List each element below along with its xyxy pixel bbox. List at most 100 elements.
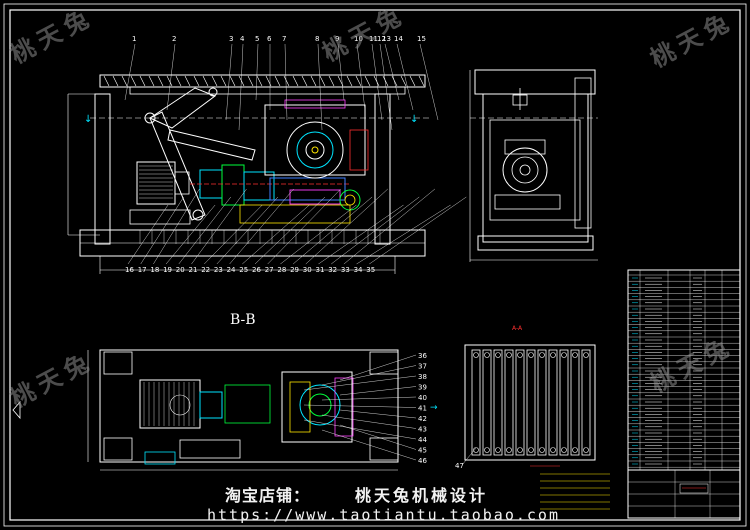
conveyor-hatch	[382, 75, 389, 87]
roller-frame	[464, 344, 596, 461]
leader-line	[216, 196, 279, 265]
leader-line	[225, 43, 233, 121]
conveyor-hatch	[400, 75, 407, 87]
callout-number-top: 14	[394, 35, 403, 43]
roller-end-bottom	[550, 447, 556, 453]
callout-number-top: 11	[369, 35, 378, 43]
conveyor-hatch	[184, 75, 191, 87]
conveyor-hatch	[211, 75, 218, 87]
pivot-joint	[144, 112, 156, 124]
roller-end-bottom	[517, 447, 523, 453]
roller-end-bottom	[484, 447, 490, 453]
callout-number-bottom: 23	[214, 266, 223, 274]
leader-line	[292, 196, 373, 265]
callout-number-bottom: 32	[328, 266, 337, 274]
leader-line	[343, 188, 436, 265]
callout-number-right: 46	[418, 457, 427, 465]
roller-end-top	[517, 352, 523, 358]
motor-flange	[174, 171, 190, 195]
leader-line	[371, 43, 383, 121]
leader-line	[321, 365, 417, 386]
plan-bracket	[179, 439, 241, 459]
conveyor-hatch	[265, 75, 272, 87]
callout-number-top: 13	[382, 35, 391, 43]
leader-line	[267, 188, 341, 265]
plan-corner-bl	[103, 437, 133, 461]
roller-end-bottom	[473, 447, 479, 453]
callout-number-bottom: 35	[366, 266, 375, 274]
leader-line	[255, 43, 259, 101]
roller-tube	[581, 349, 591, 456]
leader-line	[384, 43, 400, 101]
side-spindle-cap	[512, 94, 528, 106]
roller-tube	[504, 349, 514, 456]
plan-drum-outer	[299, 384, 341, 426]
leader-line	[379, 43, 393, 131]
callout-number-bottom: 24	[227, 266, 236, 274]
conveyor-hatch	[229, 75, 236, 87]
sprocket-inner	[344, 194, 356, 206]
conveyor-hatch	[238, 75, 245, 87]
side-body	[482, 93, 589, 243]
callout-number-bottom: 34	[354, 266, 363, 274]
title-name-cell	[679, 483, 709, 494]
leader-line	[284, 43, 288, 121]
gear-cover	[289, 189, 341, 205]
callout-number-right: 41	[418, 405, 427, 413]
conveyor-hatch	[139, 75, 146, 87]
callout-number-bottom: 31	[316, 266, 325, 274]
conveyor-hatch	[346, 75, 353, 87]
leader-line	[339, 354, 417, 381]
callout-number-bottom: 17	[138, 266, 147, 274]
conveyor-hatch	[355, 75, 362, 87]
conveyor-hatch	[148, 75, 155, 87]
roller-tube	[559, 349, 569, 456]
gear-housing	[269, 177, 346, 201]
conveyor-hatch	[301, 75, 308, 87]
plan-frame	[99, 349, 399, 463]
leader-line	[242, 204, 310, 265]
plan-corner-right	[369, 351, 399, 375]
shop-name: 桃天兔机械设计	[355, 486, 489, 505]
pivot-joint	[192, 209, 204, 221]
conveyor-hatch	[409, 75, 416, 87]
roller-end-bottom	[539, 447, 545, 453]
leader-line	[165, 204, 216, 265]
section-arrow-left: ↓	[84, 114, 92, 125]
callout-number-top: 15	[417, 35, 426, 43]
callout-number-bottom: 20	[176, 266, 185, 274]
drum-middle	[296, 131, 334, 169]
plan-corner-br	[369, 437, 399, 461]
reducer-top-plate	[284, 99, 346, 109]
conveyor-hatch	[319, 75, 326, 87]
roller-tube	[515, 349, 525, 456]
callout-number-top: 2	[172, 35, 176, 43]
roller-end-top	[539, 352, 545, 358]
roller-end-bottom	[528, 447, 534, 453]
side-bracket	[349, 129, 369, 171]
leader-line	[321, 414, 417, 429]
callout-number-top: 1	[132, 35, 136, 43]
roller-tube	[526, 349, 536, 456]
leader-line	[356, 204, 451, 265]
conveyor-hatch	[193, 75, 200, 87]
conveyor-hatch	[391, 75, 398, 87]
leader-line	[369, 196, 467, 265]
leader-line	[140, 196, 184, 265]
callout-number-top: 8	[315, 35, 319, 43]
plan-bearing	[144, 451, 176, 465]
side-drum-hub	[519, 164, 531, 176]
callout-number-top: 10	[354, 35, 363, 43]
leader-line	[331, 196, 420, 265]
edge-marker	[12, 400, 21, 420]
conveyor-hatch	[256, 75, 263, 87]
roller-end-top	[506, 352, 512, 358]
callout-number-bottom: 16	[125, 266, 134, 274]
drum-center	[311, 146, 319, 154]
roller-end-bottom	[583, 447, 589, 453]
callout-number-bottom: 28	[277, 266, 286, 274]
leader-line	[303, 419, 417, 440]
conveyor-hatch	[418, 75, 425, 87]
roller-tube	[493, 349, 503, 456]
